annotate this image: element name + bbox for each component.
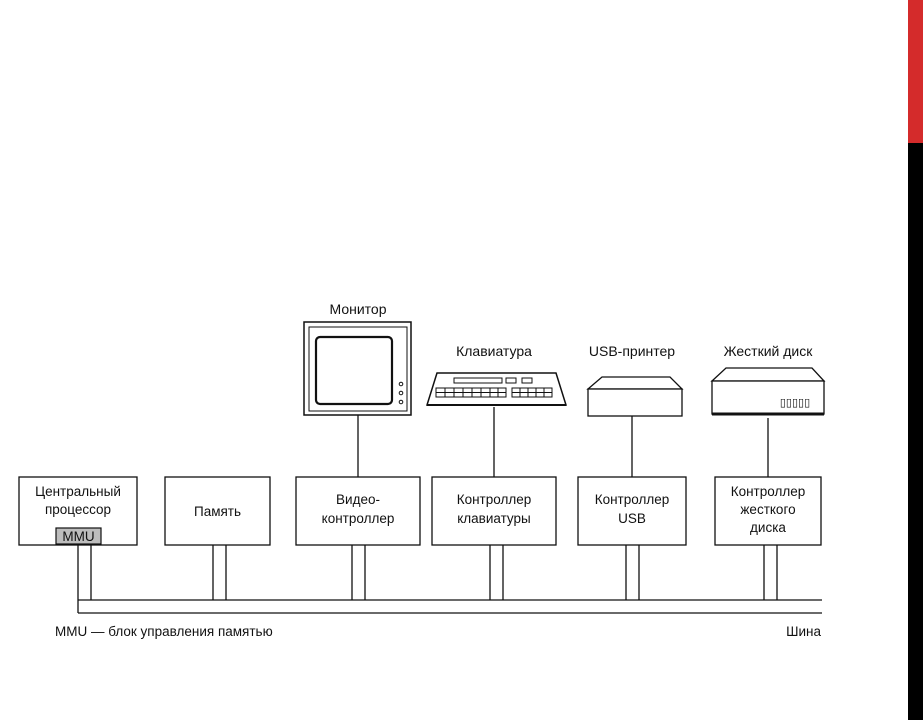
video-controller-label-line1: Видео-	[336, 492, 380, 507]
usb-controller-label-line1: Контроллер	[595, 492, 670, 507]
mmu-label: MMU	[62, 529, 94, 544]
monitor-label: Монитор	[330, 301, 387, 317]
disk-controller-box: Контроллер жесткого диска	[714, 476, 822, 546]
disk-controller-label-line3: диска	[750, 520, 786, 535]
keyboard-controller-label-line1: Контроллер	[457, 492, 532, 507]
video-controller-box: Видео- контроллер	[295, 476, 421, 546]
video-controller-label-line2: контроллер	[322, 511, 395, 526]
cpu-label-line1: Центральный	[35, 484, 121, 499]
memory-label: Память	[194, 504, 241, 519]
printer-icon	[586, 376, 684, 417]
usb-controller-box: Контроллер USB	[577, 476, 687, 546]
side-accent-red	[908, 0, 923, 143]
keyboard-controller-box: Контроллер клавиатуры	[431, 476, 557, 546]
mmu-note: MMU — блок управления памятью	[55, 624, 273, 639]
bus-label: Шина	[786, 624, 821, 639]
keyboard-icon	[425, 372, 568, 406]
device-connectors	[357, 407, 769, 477]
hard-disk-icon: ▯▯▯▯▯	[710, 367, 826, 416]
hard-disk-label: Жесткий диск	[724, 343, 814, 359]
disk-controller-label-line2: жесткого	[740, 502, 795, 517]
disk-controller-label-line1: Контроллер	[731, 484, 806, 499]
monitor-icon	[303, 321, 412, 416]
keyboard-controller-label-line2: клавиатуры	[457, 511, 531, 526]
mmu-block	[55, 527, 102, 545]
system-bus	[77, 545, 822, 614]
disk-slots: ▯▯▯▯▯	[780, 396, 810, 409]
printer-label: USB-принтер	[589, 343, 675, 359]
cpu-box: Центральный процессор MMU	[18, 476, 138, 546]
keyboard-label: Клавиатура	[456, 343, 532, 359]
cpu-label-line2: процессор	[45, 502, 111, 517]
usb-controller-label-line2: USB	[618, 511, 646, 526]
memory-box: Память	[164, 476, 271, 546]
side-accent-bar	[908, 0, 923, 720]
